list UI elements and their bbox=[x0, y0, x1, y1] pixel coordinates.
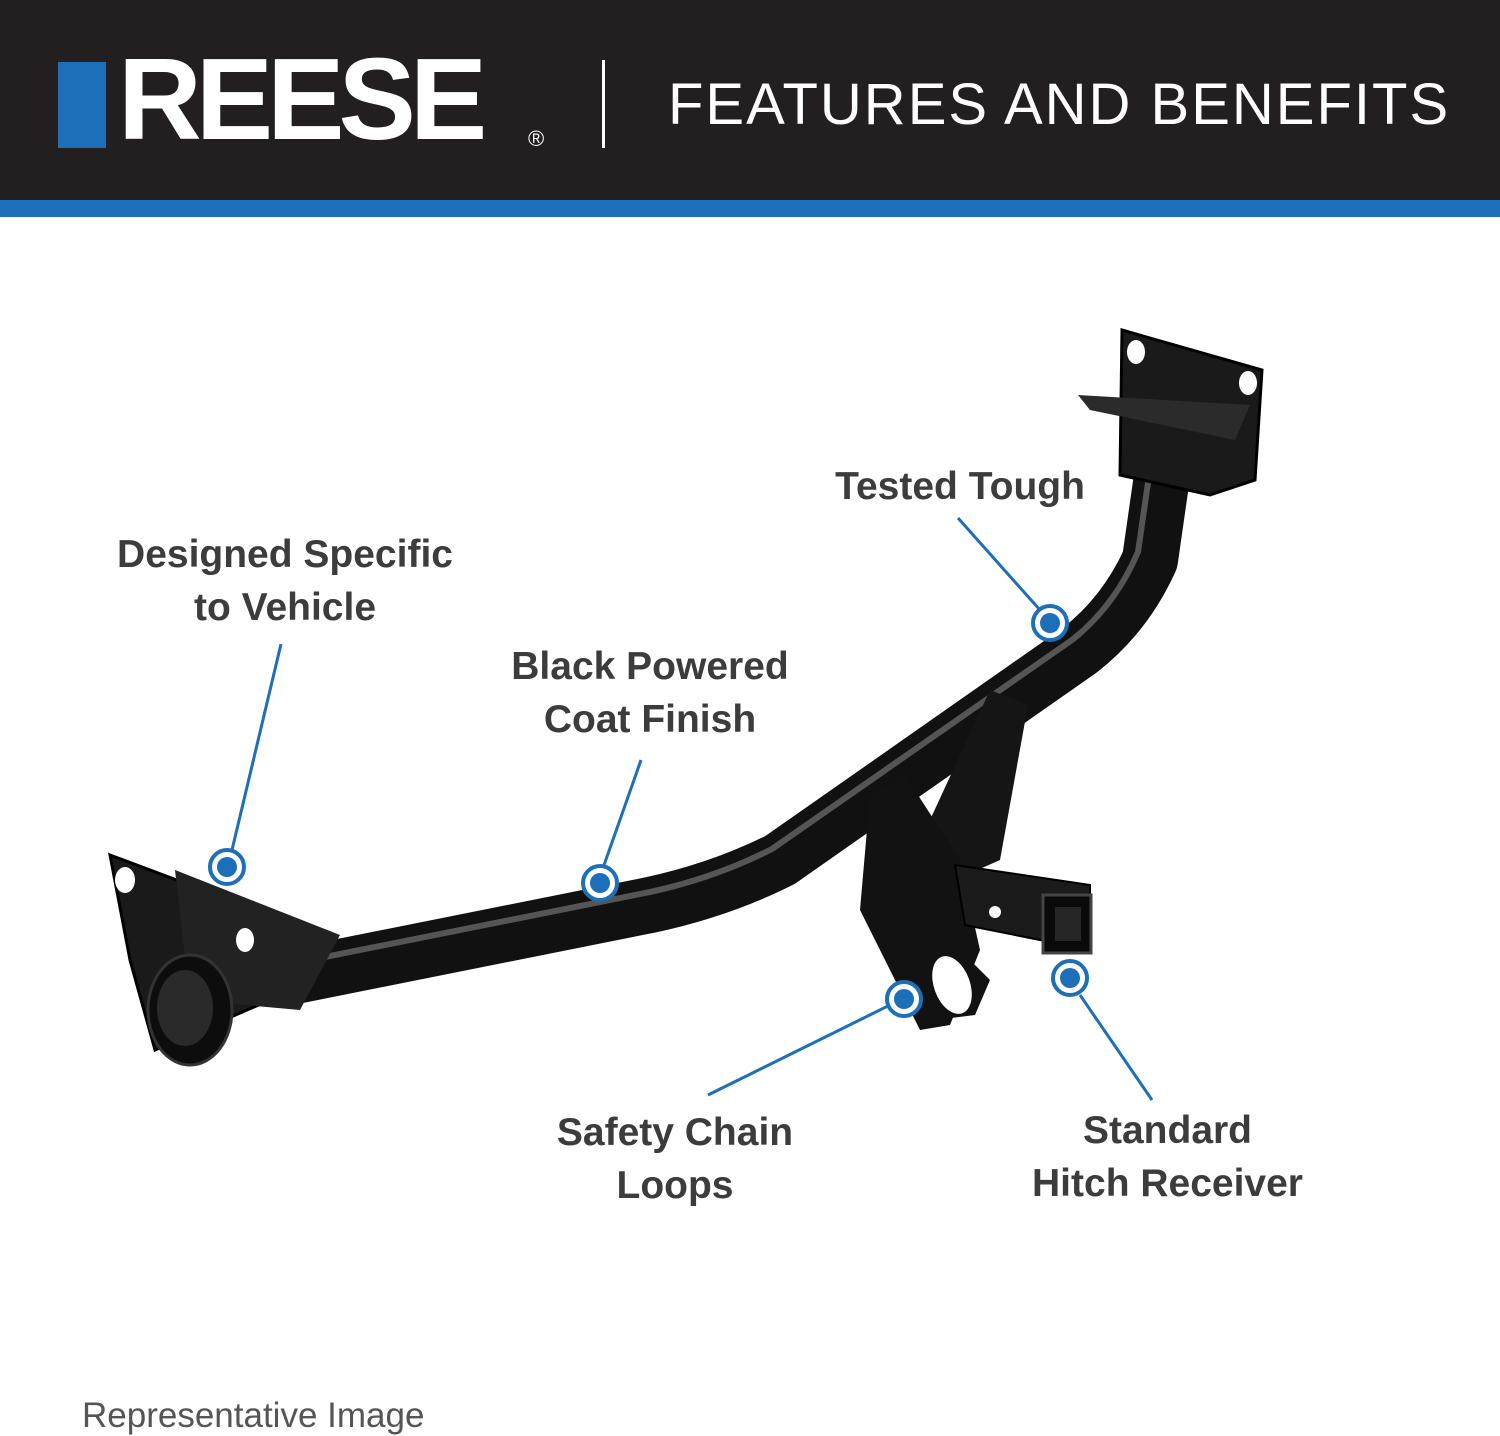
callout-dot-receiver bbox=[1051, 959, 1089, 997]
callout-dot-safety-chain bbox=[885, 980, 923, 1018]
hitch-crossbar bbox=[272, 427, 1193, 1003]
callout-dot-designed bbox=[208, 848, 246, 886]
brand-logo: REESE bbox=[118, 34, 487, 164]
callout-lines bbox=[230, 517, 1154, 1101]
header-divider bbox=[602, 60, 605, 148]
left-mount-bracket bbox=[108, 852, 340, 1067]
callout-standard-hitch-receiver: Standard Hitch Receiver bbox=[1032, 1109, 1303, 1205]
header-accent-stripe bbox=[0, 200, 1500, 217]
brand-logo-bar bbox=[58, 62, 106, 148]
representative-image-note: Representative Image bbox=[82, 1396, 425, 1435]
registered-mark: ® bbox=[528, 126, 545, 151]
callout-dot-tested bbox=[1031, 604, 1069, 642]
callout-black-powder-finish: Black Powered Coat Finish bbox=[511, 645, 789, 741]
header-banner bbox=[0, 0, 1500, 200]
right-mount-bracket bbox=[1078, 328, 1264, 497]
page-title: FEATURES AND BENEFITS bbox=[668, 72, 1451, 137]
receiver-assembly bbox=[860, 690, 1093, 1030]
callout-tested-tough: Tested Tough bbox=[835, 465, 1085, 508]
callout-dot-finish bbox=[581, 864, 619, 902]
callout-designed-specific: Designed Specific to Vehicle bbox=[117, 533, 453, 629]
callout-safety-chain-loops: Safety Chain Loops bbox=[556, 1111, 794, 1207]
